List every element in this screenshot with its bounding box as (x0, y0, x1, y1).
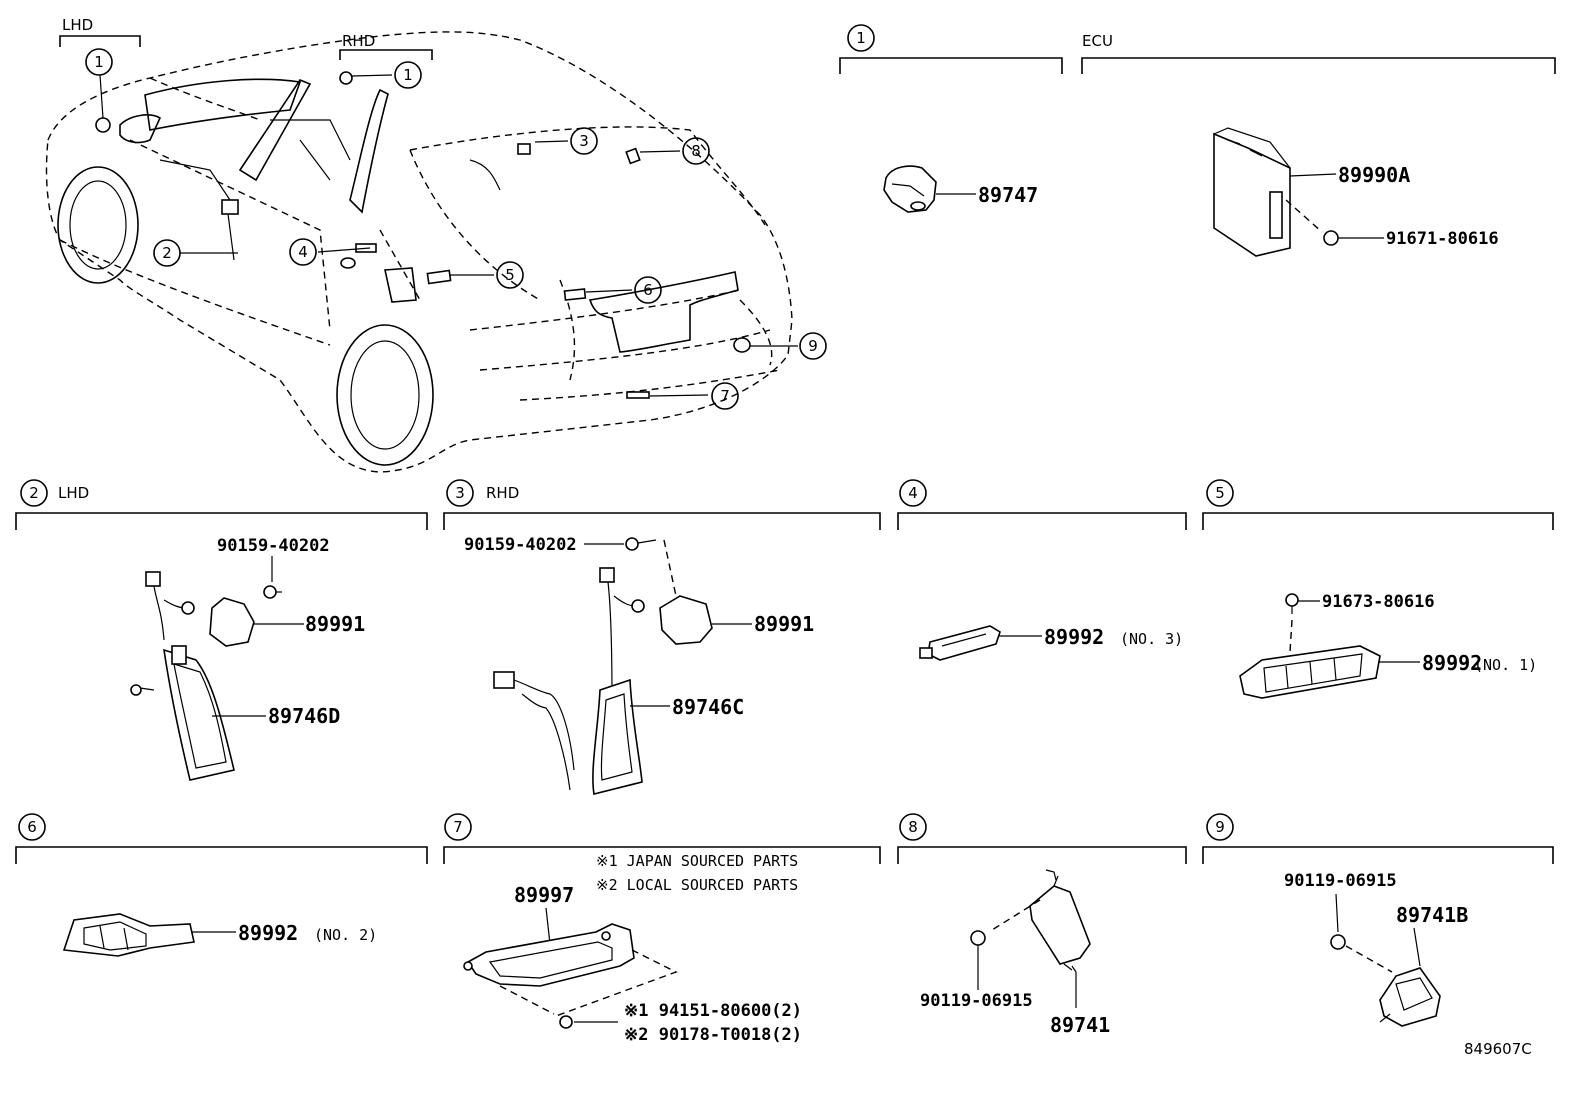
part-number: 89992 (1422, 651, 1482, 675)
part-number: 89992 (238, 921, 298, 945)
part-number: 89991 (305, 612, 365, 636)
section-5: 5 91673-80616 89992 (NO. 1) (1202, 479, 1554, 699)
section-label: ECU (1082, 32, 1113, 50)
legend-line: ※2 LOCAL SOURCED PARTS (596, 876, 798, 894)
section-label: RHD (486, 484, 519, 502)
section-3: 3 RHD 90159-40202 89991 89746C (443, 479, 881, 795)
section-number: 8 (908, 818, 918, 836)
callout-label: 1 (403, 66, 413, 84)
section-number: 9 (1215, 818, 1225, 836)
part-number: 90159-40202 (217, 536, 330, 556)
section-number: 2 (29, 484, 39, 502)
section-9: 9 90119-06915 89741B (1202, 813, 1554, 1027)
part-number: 89746C (672, 695, 744, 719)
section-1: 1 89747 (839, 24, 1063, 213)
callout-label: 8 (691, 142, 701, 160)
part-number: 89747 (978, 183, 1038, 207)
callout-label: 4 (298, 243, 308, 261)
part-number: ※2 90178-T0018(2) (624, 1025, 802, 1045)
label-lhd: LHD (62, 16, 93, 34)
part-number: 90119-06915 (920, 991, 1033, 1011)
part-number: 91673-80616 (1322, 592, 1435, 612)
overview-car: LHD RHD (45, 16, 827, 473)
section-number: 7 (453, 818, 463, 836)
callout-label: 5 (505, 266, 515, 284)
section-number: 6 (27, 818, 37, 836)
label-rhd: RHD (342, 32, 375, 50)
callout-label: 7 (720, 387, 730, 405)
diagram-code: 849607C (1464, 1040, 1532, 1058)
callout-circles: 1 1 2 3 4 5 6 7 8 9 (85, 48, 827, 410)
callout-label: 1 (94, 53, 104, 71)
section-8: 8 89741 90119-06915 (897, 813, 1187, 1037)
part-note: (NO. 2) (314, 926, 377, 944)
section-number: 1 (856, 29, 866, 47)
part-number: 89741 (1050, 1013, 1110, 1037)
part-number: 91671-80616 (1386, 229, 1499, 249)
part-number: 89992 (1044, 625, 1104, 649)
section-number: 5 (1215, 484, 1225, 502)
part-number: 89997 (514, 883, 574, 907)
section-number: 3 (455, 484, 465, 502)
part-number: 89990A (1338, 163, 1410, 187)
part-number: 90159-40202 (464, 535, 577, 555)
callout-label: 3 (579, 132, 589, 150)
section-label: LHD (58, 484, 89, 502)
section-ecu: ECU 89990A 91671-80616 (1081, 32, 1556, 257)
section-2: 2 LHD 90159-40202 89991 89746D (15, 479, 428, 781)
part-number: 90119-06915 (1284, 871, 1397, 891)
part-number: 89991 (754, 612, 814, 636)
section-6: 6 89992 (NO. 2) (15, 813, 428, 957)
callout-label: 2 (162, 244, 172, 262)
part-note: (NO. 1) (1474, 656, 1537, 674)
section-number: 4 (908, 484, 918, 502)
part-number: 89746D (268, 704, 340, 728)
section-7: 7 ※1 JAPAN SOURCED PARTS ※2 LOCAL SOURCE… (443, 813, 881, 1045)
callout-label: 9 (808, 337, 818, 355)
callout-label: 6 (643, 281, 653, 299)
legend-line: ※1 JAPAN SOURCED PARTS (596, 852, 798, 870)
part-number: 89741B (1396, 903, 1468, 927)
part-note: (NO. 3) (1120, 630, 1183, 648)
part-number: ※1 94151-80600(2) (624, 1001, 802, 1021)
section-4: 4 89992 (NO. 3) (897, 479, 1187, 661)
